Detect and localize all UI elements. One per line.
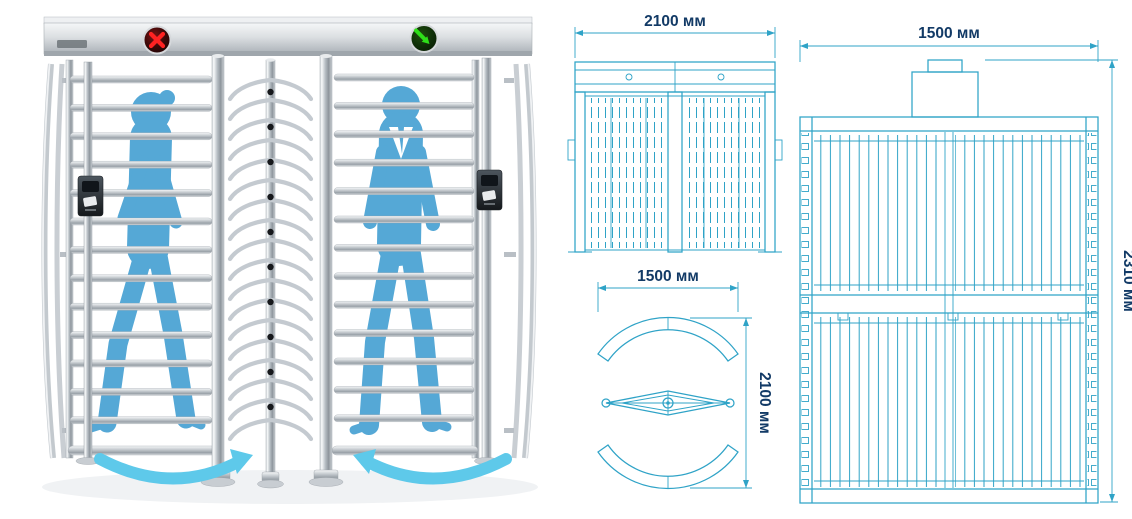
cage-post-right (308, 54, 344, 487)
dim-front-height: 2310 мм (985, 59, 1132, 503)
canopy-beam (43, 16, 533, 56)
dimension-label: 1500 мм (637, 268, 699, 285)
dimension-label: 1500 мм (918, 25, 980, 42)
green-arrow-icon (414, 28, 430, 44)
drawing-rotor-view: 1500 мм 2100 мм (597, 268, 773, 490)
brand-logo (57, 40, 87, 48)
dimension-label: 2100 мм (756, 372, 773, 434)
dimension-label: 2100 мм (644, 13, 706, 30)
person-silhouette-left (86, 90, 206, 433)
rotor (230, 58, 311, 489)
turnstile-render (41, 16, 538, 504)
card-reader-right (476, 169, 503, 211)
no-entry-indicator (142, 25, 172, 55)
outer-guide-left (41, 63, 72, 459)
front-post-left (75, 61, 101, 465)
dim-rotor-depth: 2100 мм (690, 317, 773, 489)
rotation-arrow-left-icon (94, 449, 253, 485)
rotation-arrow-right-icon (353, 449, 512, 485)
drawing-top-view: 2100 мм (567, 13, 783, 253)
rotor-hinge-caps (267, 88, 274, 411)
card-reader-left (77, 175, 104, 217)
drawing-front-view: 1500 мм 2310 мм (799, 25, 1132, 504)
outer-guide-right (504, 63, 537, 459)
dim-front-width: 1500 мм (799, 25, 1099, 62)
dim-rotor-width: 1500 мм (597, 268, 739, 312)
dim-top-view-width: 2100 мм (574, 13, 776, 58)
dimension-label: 2310 мм (1120, 250, 1132, 312)
entry-indicator (409, 24, 439, 53)
red-x-icon (148, 31, 166, 49)
